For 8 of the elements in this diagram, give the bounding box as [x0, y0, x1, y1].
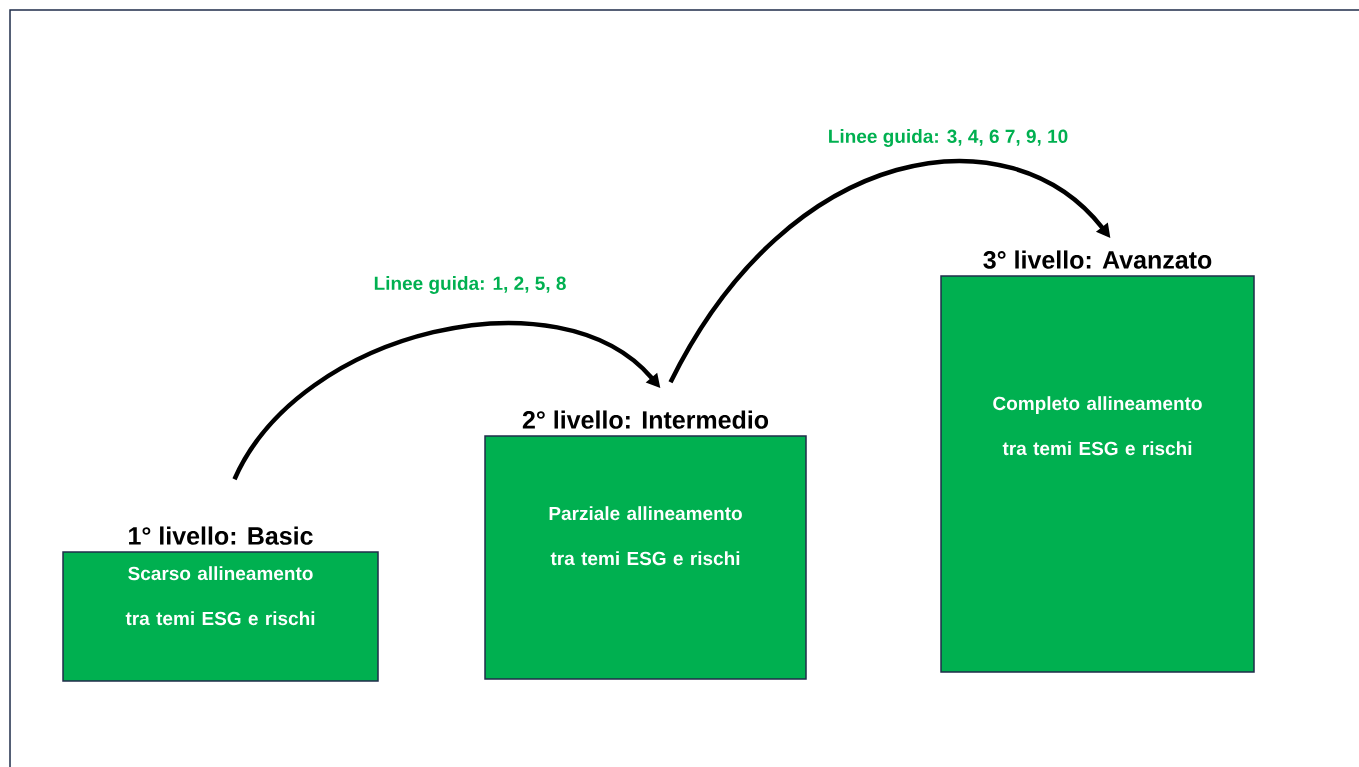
level-heading: 1° livello: Basic: [129, 526, 313, 545]
edge-label: Linee guida: 1, 2, 5, 8: [372, 275, 568, 295]
level-box: Parziale allineamento tra temi ESG e rischi: [484, 435, 807, 680]
edge-label: Linee guida: 3, 4, 6 7, 9, 10: [826, 128, 1070, 148]
level-box: Completo allineamento tra temi ESG e rischi: [940, 275, 1255, 673]
level-box: Scarso allineamento tra temi ESG e rischi: [62, 551, 379, 682]
level-heading: 2° livello: Intermedio: [522, 410, 769, 429]
level-heading: 3° livello: Avanzato: [983, 250, 1212, 269]
